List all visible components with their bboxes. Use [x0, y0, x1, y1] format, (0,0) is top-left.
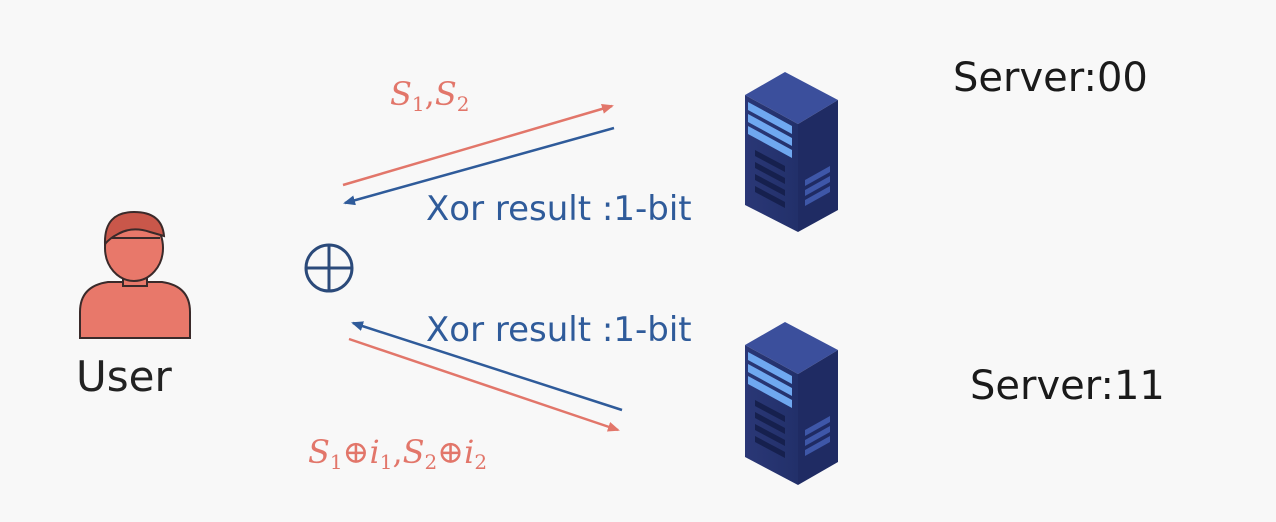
circled-plus-icon	[304, 243, 354, 293]
user-label: User	[76, 352, 172, 401]
xor-result-label-top: Xor result :1-bit	[426, 189, 692, 229]
response-arrow-top	[343, 126, 615, 206]
xor-result-label-bottom: Xor result :1-bit	[426, 310, 692, 350]
server-tower-icon-top	[745, 72, 838, 232]
message-label-top: S1,S2	[390, 75, 470, 116]
request-arrow-bottom	[348, 337, 620, 432]
user-icon	[79, 210, 191, 339]
request-arrow-top	[342, 104, 614, 187]
response-arrow-bottom	[351, 321, 623, 412]
server-label-bottom: Server:11	[970, 363, 1165, 409]
message-label-bottom: S1⊕i1,S2⊕i2	[308, 433, 488, 474]
server-tower-icon-bottom	[745, 322, 838, 485]
server-label-top: Server:00	[953, 55, 1148, 101]
